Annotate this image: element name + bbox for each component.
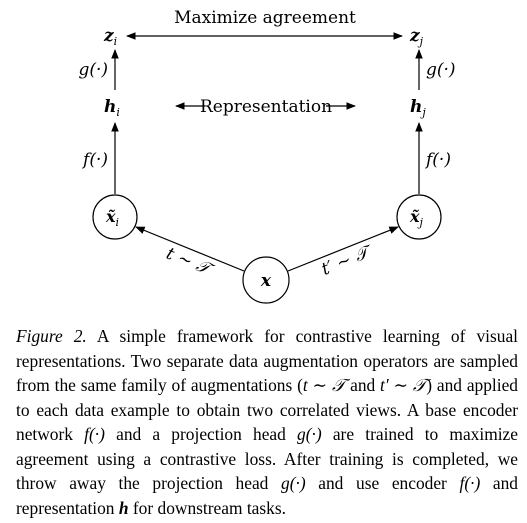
g-right-label: g(·): [426, 60, 456, 80]
node-x: x: [260, 271, 272, 291]
caption-text: and a projection head: [104, 424, 298, 444]
node-x-tilde-j-circle: [396, 194, 442, 240]
node-x-tilde-j: x̃j: [409, 207, 424, 229]
caption-label: Figure 2.: [16, 326, 87, 346]
caption-math-bold: h: [118, 497, 129, 518]
simclr-framework-diagram: Maximize agreement zi zj g(·) g(·) hi hj…: [78, 8, 456, 304]
f-right-label: f(·): [424, 150, 451, 170]
caption-math: g(·): [297, 424, 322, 444]
representation-label: Representation: [200, 97, 332, 117]
node-x-tilde-i-circle: [92, 194, 138, 240]
caption-math: t′ ∼ 𝒯: [380, 375, 427, 395]
caption-math: t ∼ 𝒯: [302, 375, 346, 395]
node-h-j: hj: [410, 97, 426, 119]
maximize-agreement-label: Maximize agreement: [174, 8, 356, 28]
g-left-label: g(·): [78, 60, 108, 80]
caption-math: f(·): [84, 424, 105, 444]
caption-text: are trained to maximize agreement using …: [16, 424, 518, 493]
augment-left-arrow: [135, 226, 245, 272]
node-x-circle: [242, 256, 290, 304]
node-z-j: zj: [409, 26, 424, 48]
caption-text: and representation: [16, 473, 518, 518]
caption-text: A simple framework for contrastive learn…: [16, 326, 518, 395]
caption-math: f(·): [459, 473, 481, 493]
caption-text: and use encoder: [305, 473, 460, 493]
caption-text: and: [345, 375, 381, 395]
caption-text: ) and applied to each data example to ob…: [16, 375, 518, 444]
node-h-i: hi: [104, 97, 120, 119]
figure-caption: Figure 2. A simple framework for contras…: [16, 324, 518, 520]
caption-math: g(·): [281, 473, 306, 493]
node-z-i: zi: [103, 26, 117, 48]
f-left-label: f(·): [81, 150, 108, 170]
augment-right-arrow: [287, 226, 399, 272]
node-x-tilde-i: x̃i: [105, 207, 119, 229]
caption-text: for downstream tasks.: [128, 497, 286, 518]
